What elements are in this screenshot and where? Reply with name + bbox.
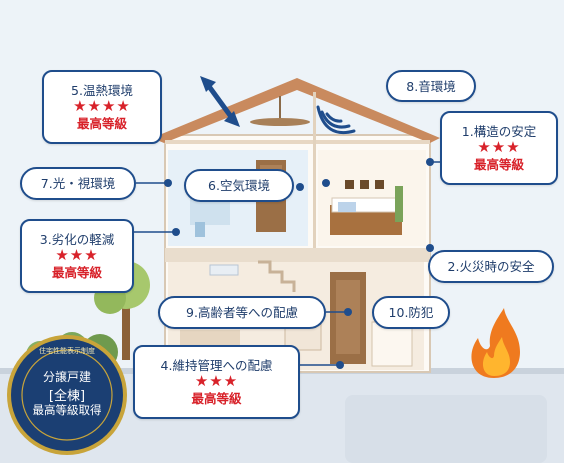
airflow-arrow-icon [200,76,240,127]
badge-line2: [全棟] [48,389,86,404]
label-iji-grade: 最高等級 [191,390,242,406]
label-koreisha: 9.高齢者等への配慮 [158,296,326,329]
label-rekka-stars: ★★★ [55,246,99,265]
badge-line1: 分譲戸建 [42,370,91,384]
pillow [338,202,356,212]
label-kasai: 2.火災時の安全 [428,250,554,283]
label-iji: 4.維持管理への配慮 ★★★ 最高等級 [133,345,300,419]
badge-top-text: 住宅性能表示制度 [39,347,95,355]
label-rekka: 3.劣化の軽減 ★★★ 最高等級 [20,219,134,293]
sound-wave-icon [316,105,356,134]
front-door-panel [336,280,360,354]
ceiling-line [165,140,430,144]
frame-2 [360,180,369,189]
frame-1 [345,180,354,189]
bathroom [371,321,413,367]
ceiling-fan [250,118,310,126]
label-iji-stars: ★★★ [194,372,239,391]
plant [395,186,403,222]
label-koreisha-title: 9.高齢者等への配慮 [186,305,298,320]
label-bohan: 10.防犯 [372,296,450,329]
frame-3 [375,180,384,189]
label-onnetsu-grade: 最高等級 [76,115,127,131]
label-rekka-title: 3.劣化の軽減 [39,232,115,248]
label-bohan-title: 10.防犯 [388,305,434,320]
label-oto-title: 8.音環境 [406,78,456,94]
certification-badge [7,335,127,455]
air-conditioner [209,264,239,276]
label-rekka-grade: 最高等級 [51,264,102,280]
fire-icon [471,308,520,378]
label-onnetsu-stars: ★★★★ [73,97,131,116]
tree-trunk [122,300,130,360]
badge-line3: 最高等級取得 [32,403,102,417]
label-hikari-title: 7.光・視環境 [40,176,116,191]
connector-dots [164,158,434,369]
label-onnetsu-title: 5.温熱環境 [71,83,133,99]
floor-slab [165,248,430,262]
upper-wall [313,92,316,248]
gray-panel [345,395,547,463]
label-kozo-title: 1.構造の安定 [461,124,537,140]
label-kozo-grade: 最高等級 [473,156,524,172]
label-kuki-title: 6.空気環境 [208,178,270,193]
study-chair [195,222,205,237]
label-hikari: 7.光・視環境 [20,167,136,200]
label-onnetsu: 5.温熱環境 ★★★★ 最高等級 [42,70,162,144]
label-iji-title: 4.維持管理への配慮 [160,358,273,374]
stairs [258,260,296,292]
label-kozo-stars: ★★★ [477,138,521,157]
label-kuki: 6.空気環境 [184,169,294,202]
label-kozo: 1.構造の安定 ★★★ 最高等級 [440,111,558,185]
label-oto: 8.音環境 [386,70,476,102]
label-kasai-title: 2.火災時の安全 [447,259,535,274]
